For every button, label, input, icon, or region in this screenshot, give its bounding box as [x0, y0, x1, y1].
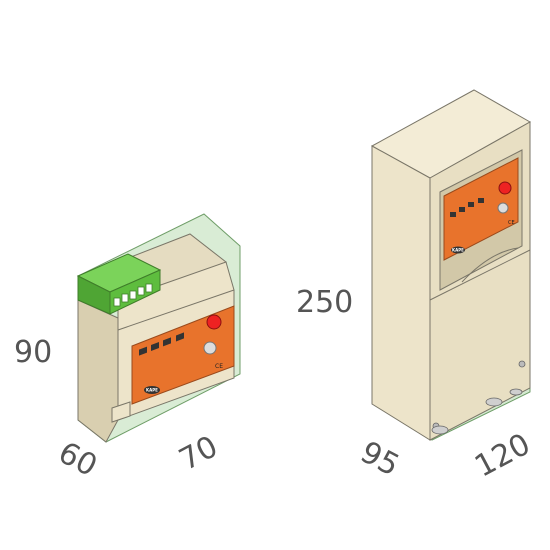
small-depth-label: 60	[52, 435, 102, 484]
din-clip	[111, 401, 131, 423]
display-digit	[459, 207, 465, 212]
brand-logo	[144, 386, 160, 394]
small-width-label: 70	[174, 429, 224, 478]
terminal-block	[76, 253, 162, 315]
brand-logo-text: KAPE	[146, 388, 158, 393]
screw-icon	[518, 360, 526, 368]
large-enclosure-unit: CE KAPE	[370, 89, 532, 441]
small-height-label: 90	[14, 335, 52, 370]
display-digit	[450, 212, 456, 217]
brand-logo-text: KAPE	[452, 248, 464, 253]
ce-mark: CE	[508, 220, 515, 226]
red-button	[206, 314, 222, 330]
grey-button	[203, 341, 217, 355]
small-control-panel: CE KAPE	[131, 305, 235, 405]
cover-hinge	[461, 247, 519, 283]
large-width-label: 120	[469, 427, 536, 485]
red-button	[498, 181, 512, 195]
brand-logo	[451, 246, 465, 254]
large-depth-label: 95	[355, 435, 405, 484]
display-digit	[163, 337, 171, 347]
large-height-label: 250	[296, 285, 353, 320]
large-left-face	[371, 145, 431, 441]
display-digit	[151, 341, 159, 352]
display-digit	[468, 202, 474, 207]
large-control-panel: CE KAPE	[443, 157, 519, 261]
small-left-face	[77, 299, 119, 443]
small-din-unit: CE KAPE	[76, 213, 241, 443]
cable-glands	[431, 388, 523, 435]
ce-mark: CE	[215, 363, 223, 370]
display-digit	[478, 198, 484, 203]
display-digit	[139, 346, 147, 356]
grey-button	[497, 202, 509, 214]
display-digit	[176, 332, 184, 342]
